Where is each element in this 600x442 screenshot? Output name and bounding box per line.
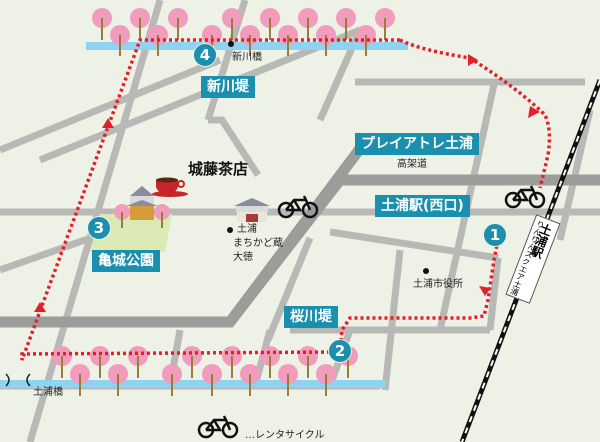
sakuragawa-river — [0, 380, 385, 388]
cherry-trees-bottom — [52, 346, 358, 396]
bicycle-icons — [197, 185, 546, 439]
spot-3-label[interactable]: 亀城公園 — [92, 250, 160, 272]
machikado-line1: 土浦 — [237, 224, 257, 235]
cafe-label: 城藤茶店 — [188, 160, 249, 178]
spot-3-badge[interactable]: 3 — [87, 216, 111, 240]
spot-4-badge[interactable]: 4 — [193, 43, 217, 67]
elevated-road-label: 高架道 — [397, 159, 427, 170]
park-area — [90, 214, 172, 252]
cherry-trees-top — [92, 8, 395, 56]
coffee-cup-icon — [152, 177, 188, 197]
city-hall-label: 土浦市役所 — [413, 279, 463, 290]
spot-1-sub-label[interactable]: プレイアトレ土浦 — [355, 133, 479, 155]
bridge-marks — [5, 373, 31, 387]
storehouse-icon — [234, 198, 270, 222]
shinkawa-river — [86, 42, 408, 50]
spot-1-label[interactable]: 土浦駅(西口) — [375, 195, 470, 217]
spot-2-label[interactable]: 桜川堤 — [284, 306, 338, 328]
machikado-line3: 大徳 — [233, 252, 253, 263]
point-markers — [227, 41, 429, 274]
spot-2-badge[interactable]: 2 — [328, 339, 352, 363]
major-roads — [0, 134, 600, 328]
machikado-line2: まちかど蔵 — [233, 238, 283, 249]
tsuchiura-bridge-label: 土浦橋 — [33, 387, 63, 398]
route-arrows — [34, 54, 540, 312]
legend-rental-cycle: …レンタサイクル — [245, 430, 325, 441]
cycling-route — [20, 38, 552, 361]
castle-icon — [114, 186, 170, 228]
shinkawa-bridge-label: 新川橋 — [232, 52, 262, 63]
spot-4-label[interactable]: 新川堤 — [201, 76, 255, 98]
spot-1-badge[interactable]: 1 — [483, 223, 507, 247]
